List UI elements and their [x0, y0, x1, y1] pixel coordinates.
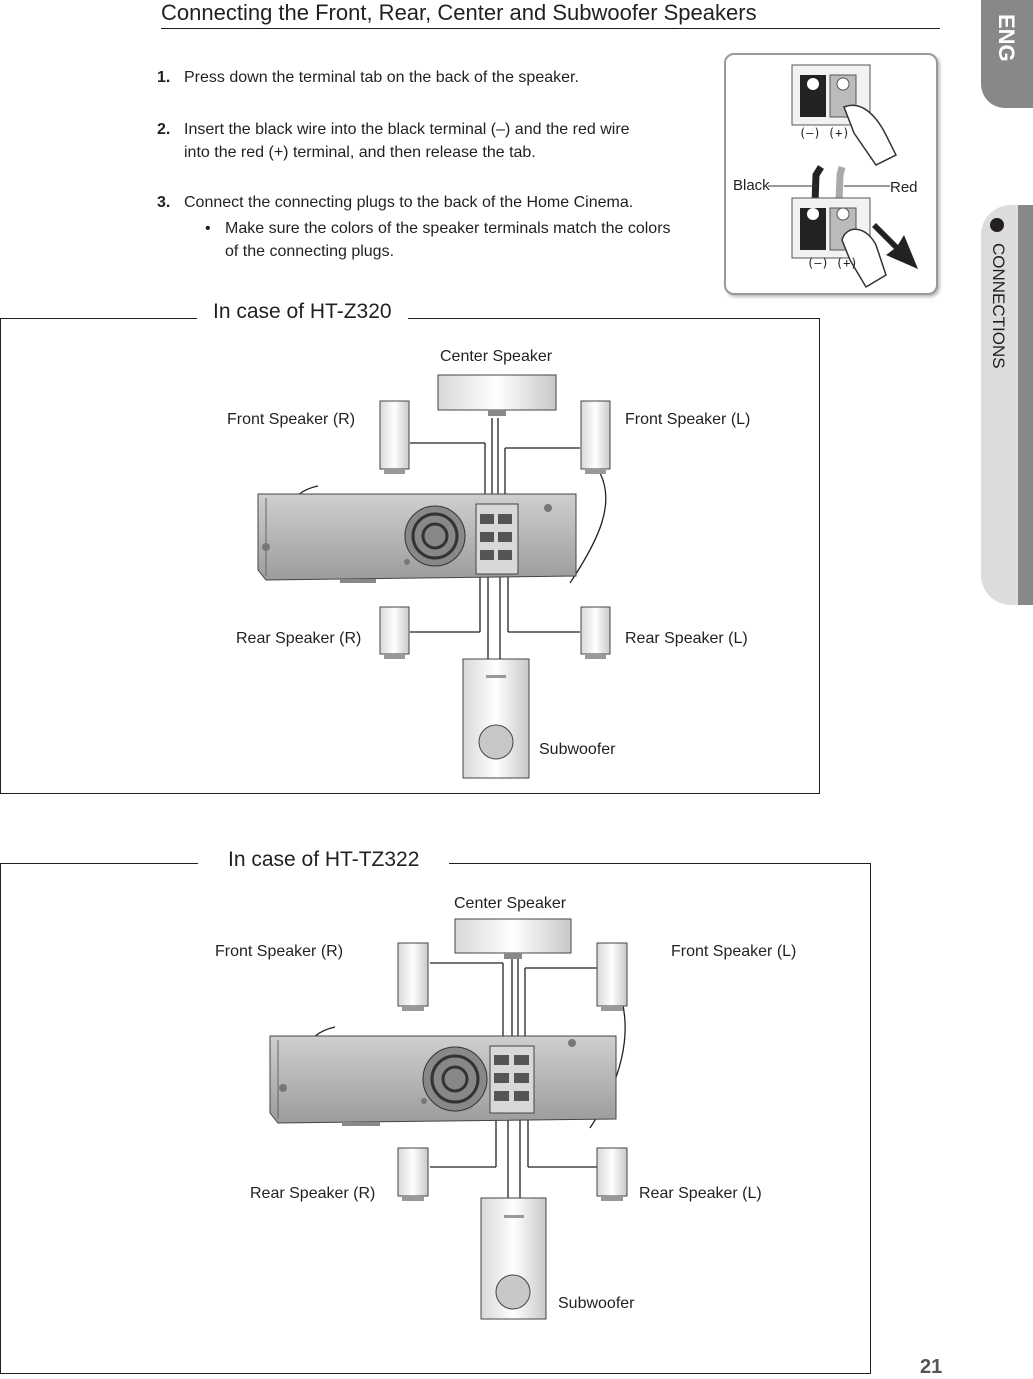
bullet-text-line-2: of the connecting plugs.: [225, 243, 395, 260]
language-tab-label: ENG: [994, 14, 1019, 62]
ht-z320-front-r-label: Front Speaker (R): [227, 411, 356, 428]
page-title: Connecting the Front, Rear, Center and S…: [161, 0, 757, 25]
step-2-text-line-1: Insert the black wire into the black ter…: [184, 121, 630, 138]
diagram-ht-z320-graphic: [257, 374, 611, 779]
section-tab-bar: [1018, 205, 1033, 605]
step-3-number: 3.: [157, 194, 171, 211]
section-bullet-icon: [990, 218, 1004, 232]
polarity-label-top: (–) (+): [799, 126, 850, 140]
ht-tz322-front-l-label: Front Speaker (L): [671, 943, 797, 960]
ht-z320-rear-r-label: Rear Speaker (R): [236, 630, 362, 647]
step-1-text: Press down the terminal tab on the back …: [184, 69, 579, 86]
ht-tz322-rear-r-label: Rear Speaker (R): [250, 1185, 376, 1202]
ht-tz322-front-r-label: Front Speaker (R): [215, 943, 344, 960]
black-wire-label: Black: [733, 177, 770, 194]
ht-z320-rear-l-label: Rear Speaker (L): [625, 630, 748, 647]
ht-tz322-subwoofer-label: Subwoofer: [558, 1295, 635, 1312]
bullet-symbol: •: [205, 220, 211, 237]
step-3-text: Connect the connecting plugs to the back…: [184, 194, 634, 211]
red-wire-label: Red: [890, 179, 918, 196]
terminal-illustration-graphic: [768, 64, 918, 289]
diagram-ht-tz322-graphic: [269, 918, 628, 1320]
diagram-ht-tz322-title: In case of HT-TZ322: [198, 848, 450, 872]
step-2-text-line-2: into the red (+) terminal, and then rele…: [184, 144, 536, 161]
ht-z320-front-l-label: Front Speaker (L): [625, 411, 751, 428]
title-divider: [161, 28, 940, 29]
terminal-illustration: [724, 53, 938, 295]
page-number: 21: [920, 1356, 943, 1378]
step-1-number: 1.: [157, 69, 171, 86]
ht-z320-subwoofer-label: Subwoofer: [539, 741, 616, 758]
ht-tz322-center-speaker-label: Center Speaker: [454, 895, 567, 912]
language-tab: [981, 0, 1033, 108]
diagram-ht-z320-title: In case of HT-Z320: [197, 300, 408, 324]
polarity-label-bottom: (–) (+): [807, 256, 858, 270]
bullet-text-line-1: Make sure the colors of the speaker term…: [225, 220, 671, 237]
section-tab-label: CONNECTIONS: [989, 243, 1008, 369]
ht-z320-center-speaker-label: Center Speaker: [440, 348, 553, 365]
ht-tz322-rear-l-label: Rear Speaker (L): [639, 1185, 762, 1202]
step-2-number: 2.: [157, 121, 171, 138]
